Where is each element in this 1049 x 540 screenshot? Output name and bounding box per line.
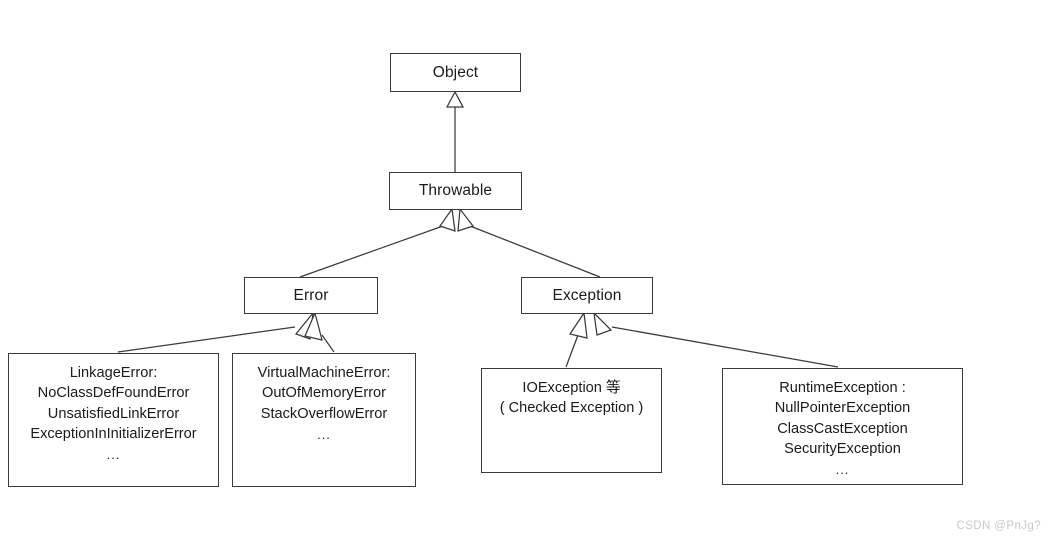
virtual-machine-error-line-1: VirtualMachineError: <box>257 365 391 381</box>
io-exception-lines: IOException 等 ( Checked Exception ) <box>482 378 661 419</box>
runtime-exception-line-4: SecurityException <box>784 440 901 457</box>
class-box-throwable[interactable]: Throwable <box>389 172 522 210</box>
virtual-machine-error-lines: VirtualMachineError: OutOfMemoryError St… <box>233 363 415 444</box>
io-exception-line-1: IOException 等 <box>522 380 621 396</box>
runtime-exception-line-2: NullPointerException <box>774 400 911 417</box>
linkage-error-line-5: ... <box>106 447 121 463</box>
linkage-error-line-4: ExceptionInInitializerError <box>30 425 197 442</box>
edge-linkage-error-to-error <box>117 310 314 353</box>
linkage-error-lines: LinkageError: NoClassDefFoundError Unsat… <box>9 363 218 464</box>
runtime-exception-line-5: ... <box>835 462 850 478</box>
class-label-object: Object <box>432 63 479 81</box>
runtime-exception-line-1: RuntimeException : <box>779 380 906 396</box>
runtime-exception-lines: RuntimeException : NullPointerException … <box>723 378 962 479</box>
linkage-error-line-2: NoClassDefFoundError <box>37 385 190 402</box>
class-box-error[interactable]: Error <box>244 277 378 314</box>
watermark-text: CSDN @PnJg? <box>956 520 1041 532</box>
edge-virtual-machine-error-to-error <box>304 311 335 353</box>
class-label-exception: Exception <box>552 286 622 304</box>
edge-runtime-exception-to-exception <box>593 311 839 368</box>
virtual-machine-error-line-3: StackOverflowError <box>260 405 388 422</box>
virtual-machine-error-line-2: OutOfMemoryError <box>261 385 387 402</box>
io-exception-line-2: ( Checked Exception ) <box>499 400 644 417</box>
class-box-linkage-error[interactable]: LinkageError: NoClassDefFoundError Unsat… <box>8 353 219 487</box>
linkage-error-line-3: UnsatisfiedLinkError <box>47 405 180 422</box>
class-box-runtime-exception[interactable]: RuntimeException : NullPointerException … <box>722 368 963 485</box>
linkage-error-line-1: LinkageError: <box>69 365 158 381</box>
class-label-throwable: Throwable <box>418 182 493 199</box>
class-box-virtual-machine-error[interactable]: VirtualMachineError: OutOfMemoryError St… <box>232 353 416 487</box>
class-label-error: Error <box>293 286 329 304</box>
edge-exception-to-throwable <box>457 207 601 278</box>
class-box-io-exception[interactable]: IOException 等 ( Checked Exception ) <box>481 368 662 473</box>
virtual-machine-error-line-4: ... <box>317 426 331 442</box>
runtime-exception-line-3: ClassCastException <box>777 420 908 437</box>
edge-throwable-to-object <box>445 90 465 172</box>
edge-error-to-throwable <box>299 207 456 278</box>
class-box-object[interactable]: Object <box>390 53 521 92</box>
class-box-exception[interactable]: Exception <box>521 277 653 314</box>
edge-io-exception-to-exception <box>565 311 588 368</box>
